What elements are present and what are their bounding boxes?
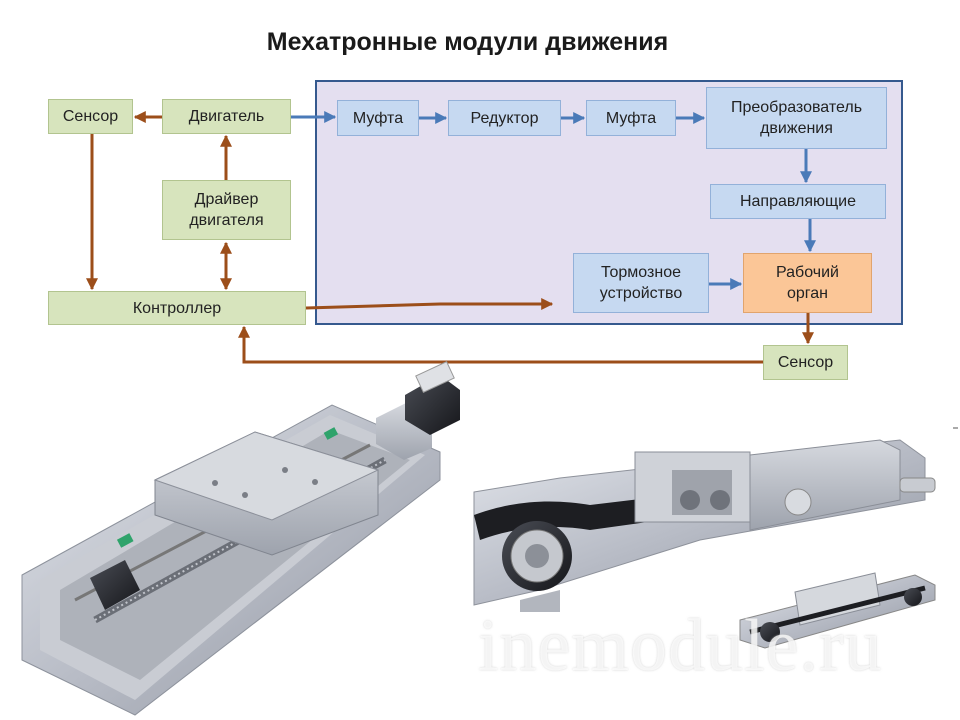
block-coupling-1: Муфта: [337, 100, 419, 136]
block-motor: Двигатель: [162, 99, 291, 134]
block-coupling-2: Муфта: [586, 100, 676, 136]
block-sensor-left: Сенсор: [48, 99, 133, 134]
block-sensor-right: Сенсор: [763, 345, 848, 380]
block-controller: Контроллер: [48, 291, 306, 325]
belt-drive-module-photo: [473, 439, 936, 612]
block-reducer: Редуктор: [448, 100, 561, 136]
compact-module-photo: [739, 572, 936, 649]
arrow-sensor-to-controller-feedback: [238, 325, 763, 364]
linear-stage-photo: [21, 360, 460, 716]
block-motion-converter: Преобразователь движения: [706, 87, 887, 149]
block-guides: Направляющие: [710, 184, 886, 219]
block-driver: Драйвер двигателя: [162, 180, 291, 240]
arrow-controller-to-brake: [305, 298, 554, 310]
watermark-text: inemodule.ru: [478, 605, 883, 687]
block-working-body: Рабочий орган: [743, 253, 872, 313]
block-brake: Тормозное устройство: [573, 253, 709, 313]
page-title: Мехатронные модули движения: [266, 28, 669, 56]
